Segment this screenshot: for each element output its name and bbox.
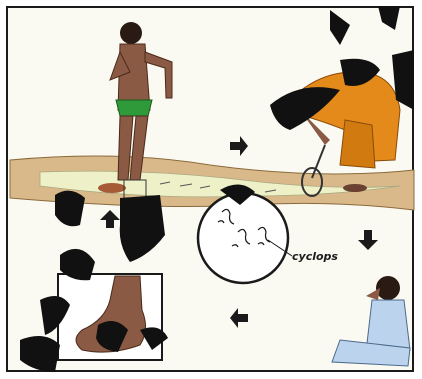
- cyclops-circle-icon: cyclops: [198, 193, 338, 283]
- cyclops-label: cyclops: [292, 250, 338, 263]
- arrow-right-icon: [230, 136, 248, 156]
- arrow-up-icon: [100, 210, 120, 228]
- arrow-left-icon: [230, 308, 248, 328]
- arrow-down-icon: [358, 230, 378, 250]
- man-drinking-icon: [332, 276, 410, 366]
